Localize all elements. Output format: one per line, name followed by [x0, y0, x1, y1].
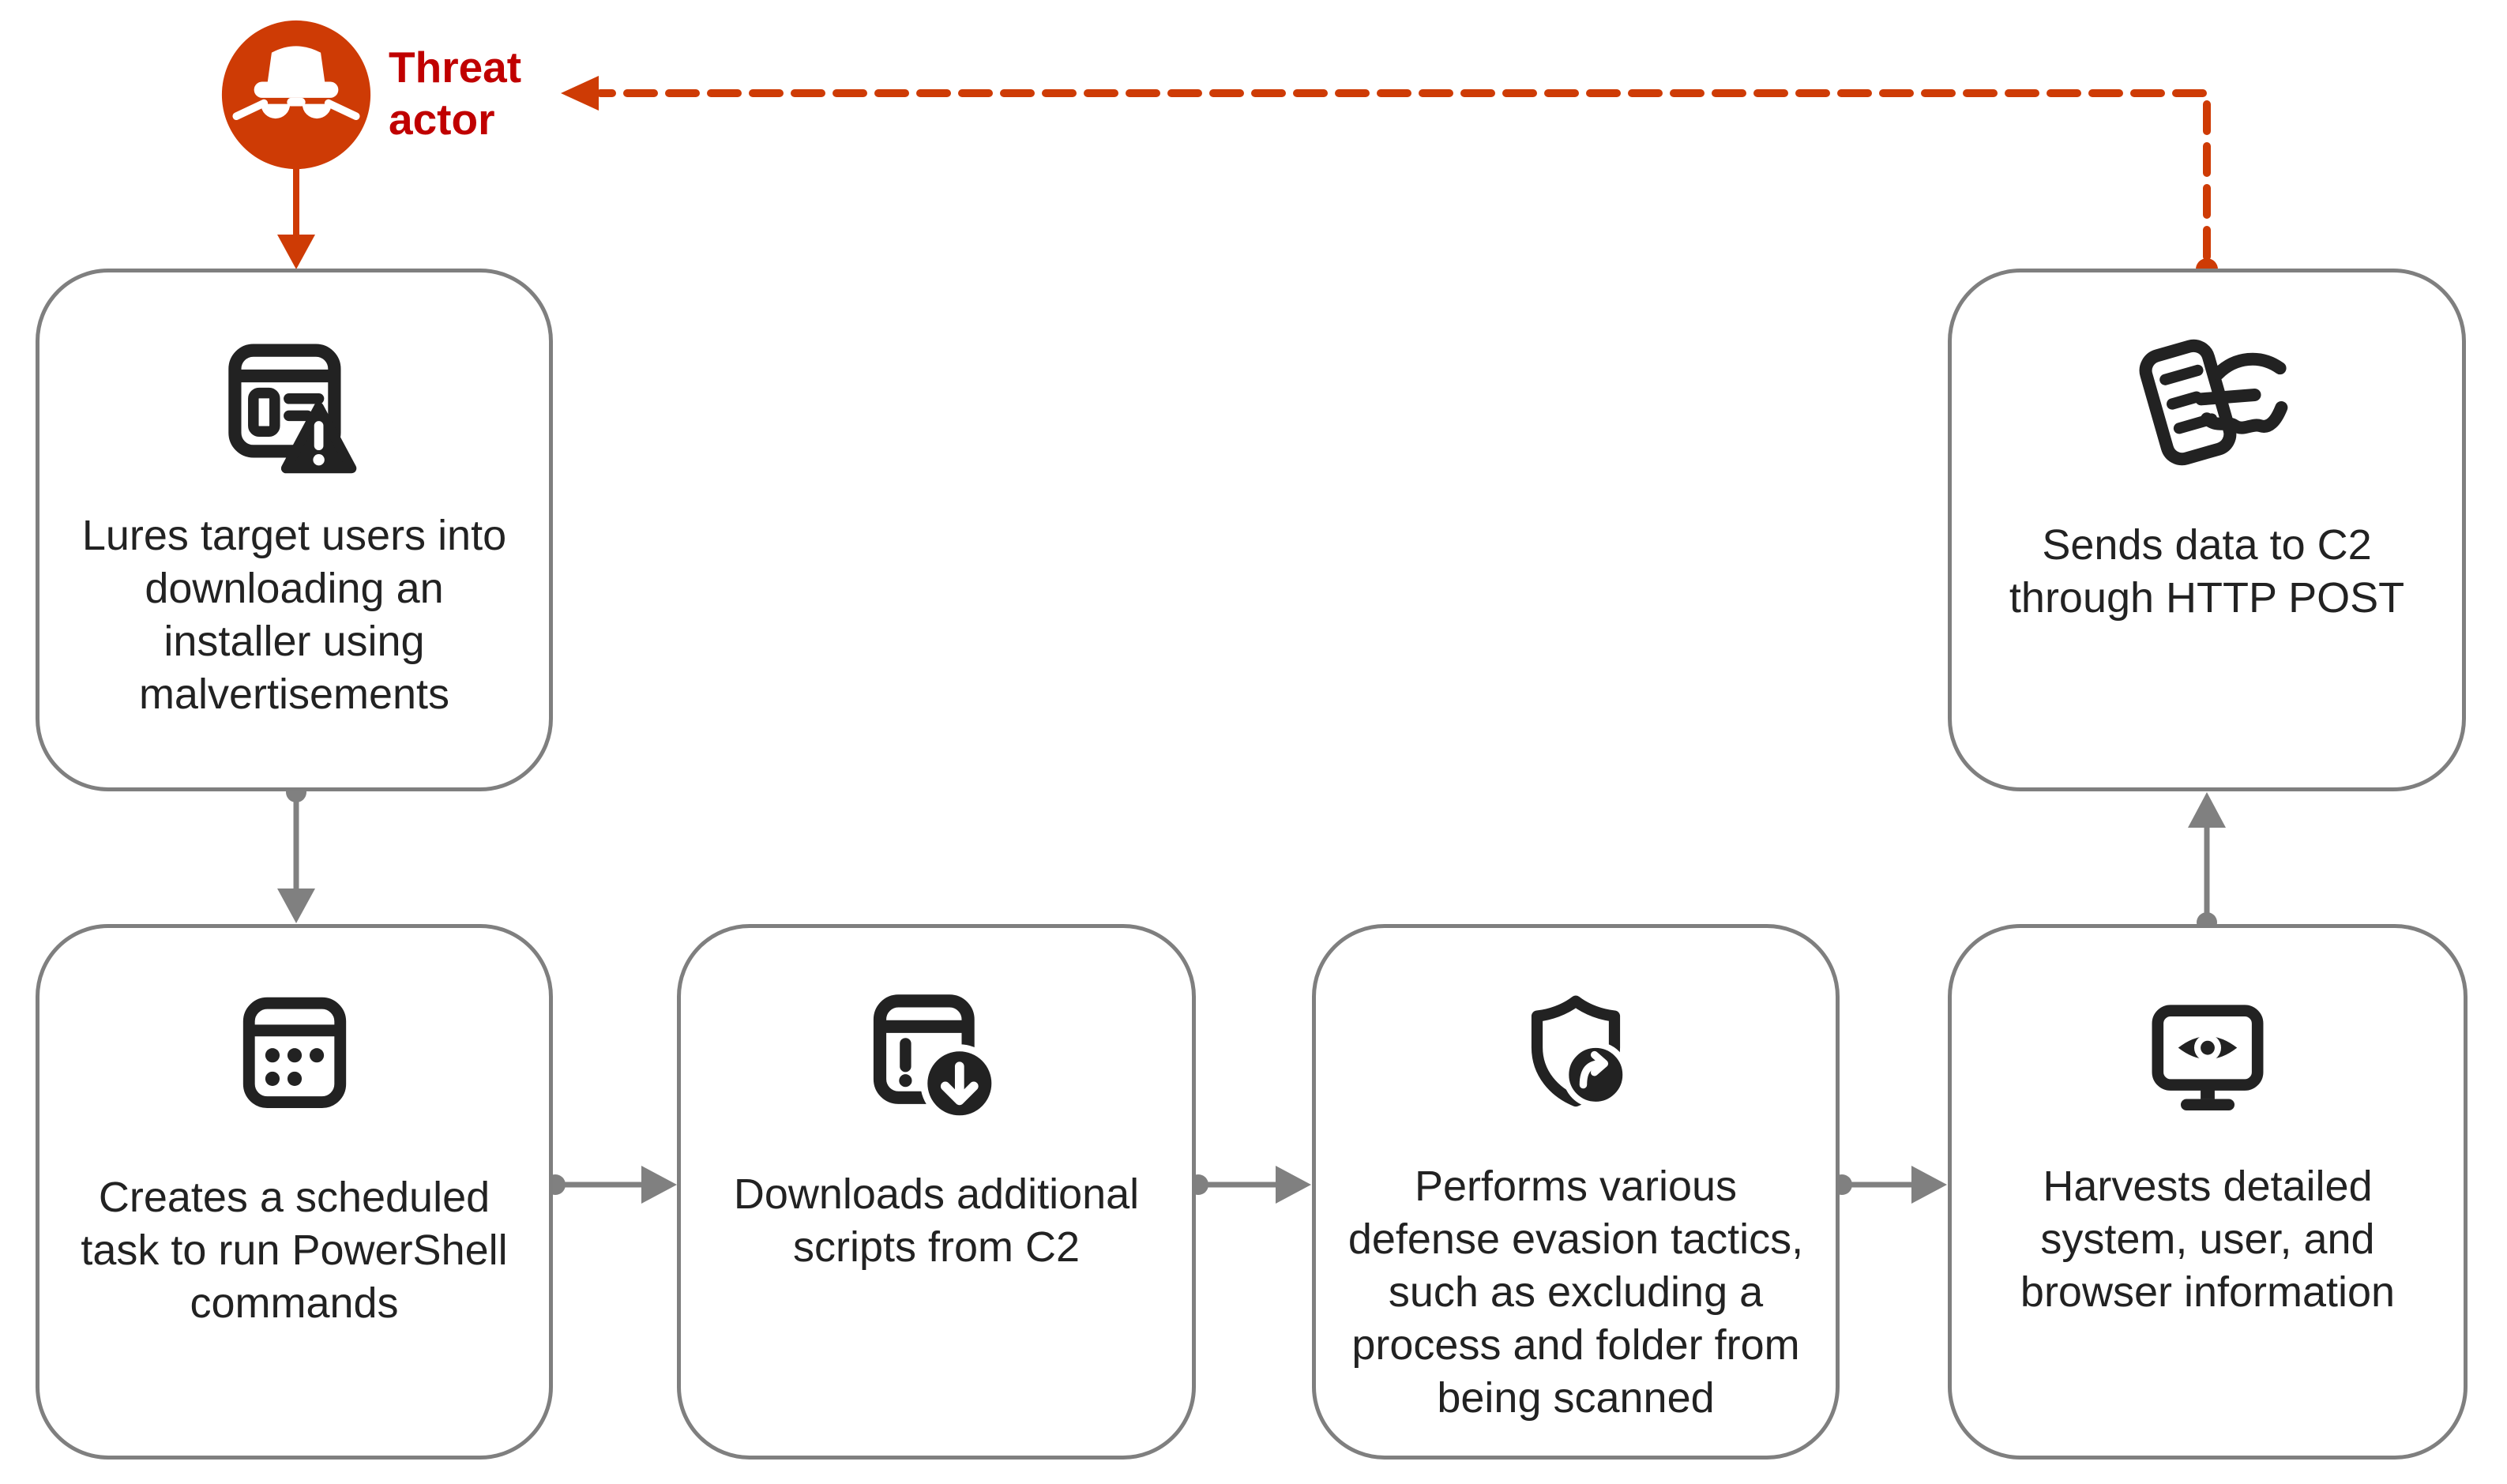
- node-defense-evasion: Performs various defense evasion tactics…: [1312, 924, 1840, 1460]
- arrow-scheduled-task-to-download: [545, 1166, 677, 1204]
- browser-warning-icon: [227, 344, 356, 474]
- arrow-send-c2-to-threat-actor: [561, 76, 2218, 280]
- arrow-lure-to-scheduled-task: [277, 782, 315, 923]
- arrow-harvest-to-send-c2: [2188, 792, 2226, 933]
- arrow-evasion-to-harvest: [1832, 1166, 1947, 1204]
- script-download-icon: [873, 994, 998, 1123]
- threat-actor-label: Threat actor: [389, 43, 522, 144]
- node-harvest-info: Harvests detailed system, user, and brow…: [1948, 924, 2468, 1460]
- scheduled-task-icon: [242, 997, 346, 1109]
- node-label: Creates a scheduled task to run PowerShe…: [81, 1174, 508, 1327]
- node-label: Sends data to C2 through HTTP POST: [2009, 521, 2405, 622]
- shield-bypass-icon: [1531, 995, 1629, 1108]
- node-scheduled-task: Creates a scheduled task to run PowerShe…: [36, 924, 553, 1460]
- node-lure: Lures target users into downloading an i…: [36, 269, 553, 791]
- threat-actor-icon: [221, 20, 371, 170]
- node-label: Lures target users into downloading an i…: [81, 512, 507, 718]
- node-send-c2: Sends data to C2 through HTTP POST: [1948, 269, 2466, 791]
- node-label: Performs various defense evasion tactics…: [1347, 1163, 1804, 1422]
- arrow-threat-actor-to-lure: [277, 169, 315, 269]
- node-label: Harvests detailed system, user, and brow…: [2020, 1163, 2396, 1316]
- node-label: Downloads additional scripts from C2: [733, 1170, 1140, 1271]
- monitor-eye-icon: [2152, 1005, 2264, 1111]
- arrow-download-to-evasion: [1188, 1166, 1311, 1204]
- document-grab-icon: [2139, 339, 2288, 466]
- node-download-scripts: Downloads additional scripts from C2: [677, 924, 1196, 1460]
